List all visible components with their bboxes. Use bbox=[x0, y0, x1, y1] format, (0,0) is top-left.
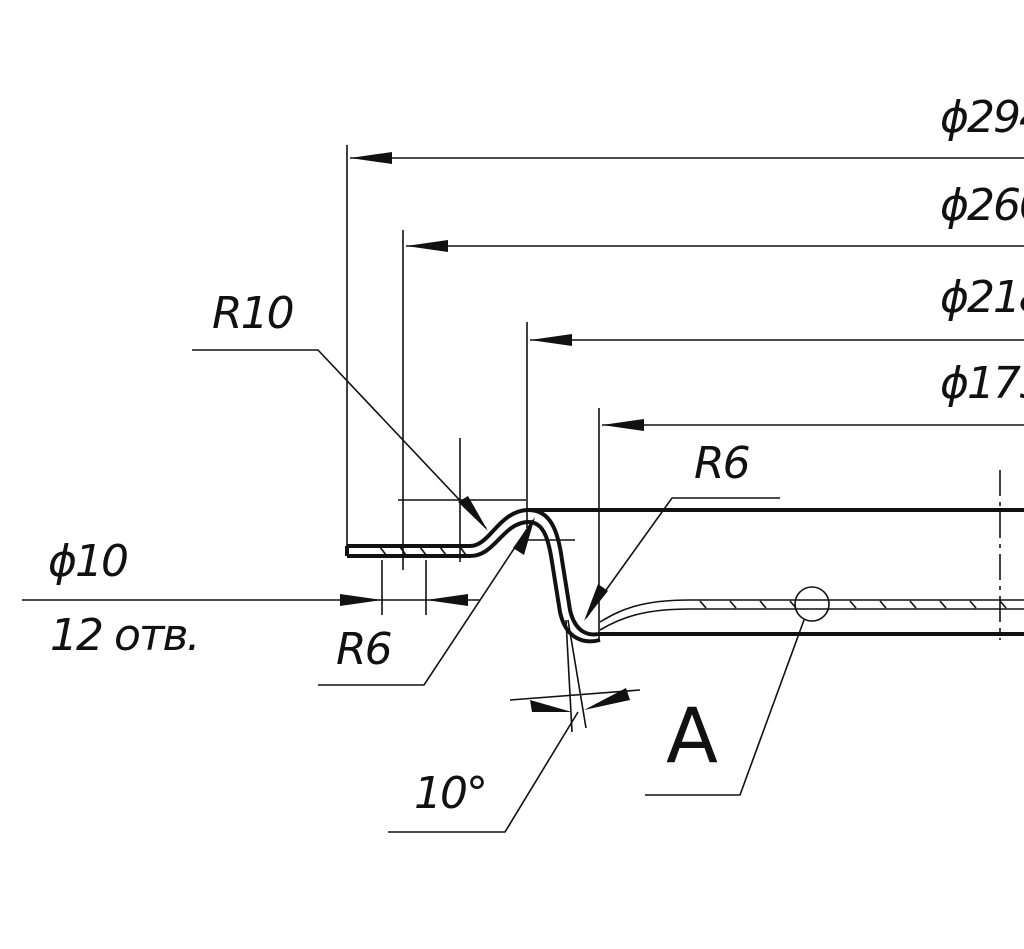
view-label-a: A bbox=[666, 691, 718, 780]
angle-dim bbox=[388, 619, 641, 833]
radius-label-r10: R10 bbox=[212, 288, 293, 339]
angle-label: 10° bbox=[414, 768, 486, 819]
part-profile bbox=[345, 507, 1024, 644]
leader-r6-upper bbox=[584, 497, 780, 621]
hole-count-label: 12 отв. bbox=[50, 610, 198, 661]
dim-label-294: ϕ294 bbox=[940, 92, 1024, 143]
leader-r10 bbox=[192, 349, 488, 531]
dim-line-294 bbox=[350, 152, 1024, 164]
dim-line-175 bbox=[602, 419, 1024, 431]
detail-circle bbox=[794, 586, 830, 622]
hole-dia-label: ϕ10 bbox=[48, 536, 127, 587]
dim-label-260: ϕ260 bbox=[940, 180, 1024, 231]
dim-line-218 bbox=[530, 334, 1024, 346]
leader-r6-lower bbox=[318, 517, 535, 686]
dim-label-175: ϕ175 bbox=[940, 358, 1024, 409]
radius-label-r6-lower: R6 bbox=[336, 624, 392, 675]
hole-dim-line bbox=[22, 594, 480, 606]
leader-view-a bbox=[645, 619, 805, 796]
dim-label-218: ϕ218 bbox=[940, 272, 1024, 323]
radius-label-r6-upper: R6 bbox=[694, 438, 750, 489]
dim-line-260 bbox=[406, 240, 1024, 252]
